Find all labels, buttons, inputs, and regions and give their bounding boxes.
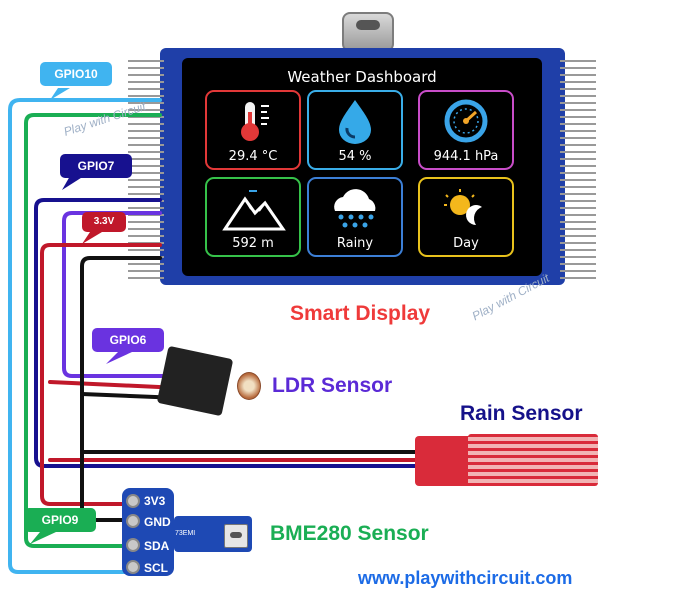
website-link[interactable]: www.playwithcircuit.com <box>358 568 573 588</box>
pressure-value: 944.1 hPa <box>433 149 499 164</box>
v33-label: 3.3V <box>82 212 126 232</box>
gpio9-label: GPIO9 <box>24 508 96 532</box>
bme-pin-hole <box>126 494 140 508</box>
sun-moon-icon <box>444 189 482 225</box>
wire-gpio10-scl <box>8 98 162 574</box>
temperature-value: 29.4 °C <box>228 149 278 164</box>
usb-c-connector <box>342 12 394 52</box>
right-header-pins <box>560 60 596 280</box>
smart-display-label: Smart Display <box>290 302 431 325</box>
bme-pin-3v3: 3V3 <box>144 494 166 508</box>
rain-sensor-label: Rain Sensor <box>460 402 583 425</box>
gpio7-label: GPIO7 <box>60 154 132 178</box>
altitude-value: 592 m <box>232 236 274 251</box>
thermometer-icon <box>241 102 269 141</box>
bme-pin-sda: SDA <box>144 539 170 553</box>
ldr-photoresistor <box>237 372 261 400</box>
gpio6-label: GPIO6 <box>92 328 164 352</box>
weather-tile: Rainy <box>307 177 403 257</box>
gpio10-label: GPIO10 <box>40 62 112 86</box>
bme280-print: 73EMI <box>175 530 196 537</box>
dashboard-title: Weather Dashboard <box>287 68 437 86</box>
bme280-chip <box>224 524 248 548</box>
pressure-tile: 944.1 hPa <box>418 90 514 170</box>
altitude-tile: 592 m <box>205 177 301 257</box>
temperature-tile: 29.4 °C <box>205 90 301 170</box>
bme-pin-gnd: GND <box>144 515 171 529</box>
weather-value: Rainy <box>336 236 374 251</box>
ldr-sensor-label: LDR Sensor <box>272 374 393 397</box>
wire-gpio6-ldr <box>62 211 180 378</box>
bme280-sensor-label: BME280 Sensor <box>270 522 429 545</box>
rain-cloud-icon <box>334 189 376 228</box>
day-night-value: Day <box>453 236 479 251</box>
humidity-value: 54 % <box>338 149 372 164</box>
humidity-tile: 54 % <box>307 90 403 170</box>
gauge-icon <box>444 99 488 143</box>
wire-3v3 <box>40 243 162 506</box>
wire-3v3-ldr <box>48 380 182 390</box>
bme-pin-hole <box>126 538 140 552</box>
wire-gpio9-sda <box>24 113 162 548</box>
day-night-tile: Day <box>418 177 514 257</box>
display-screen <box>182 58 542 276</box>
water-drop-icon <box>339 100 371 144</box>
rain-sensor-comb <box>468 434 598 486</box>
bme-pin-hole <box>126 514 140 528</box>
mountain-icon <box>222 190 286 231</box>
wire-gnd <box>80 256 162 522</box>
bme-pin-scl: SCL <box>144 561 168 575</box>
bme-pin-hole <box>126 560 140 574</box>
